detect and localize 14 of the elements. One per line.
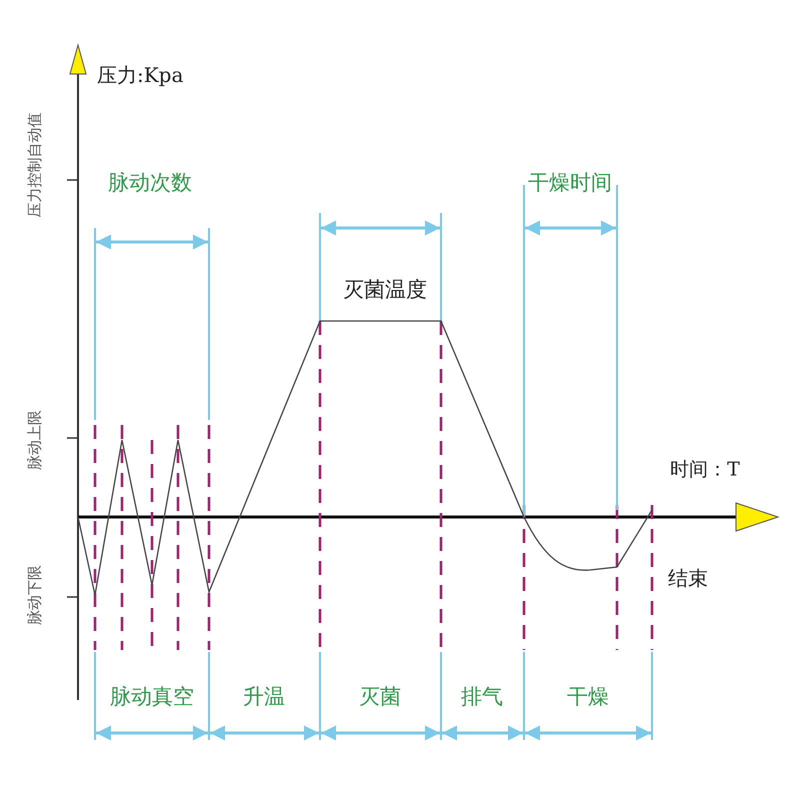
phase-label: 灭菌 <box>359 686 401 708</box>
phase-label: 干燥 <box>567 686 609 708</box>
duration-label: 脉动次数 <box>108 172 192 194</box>
duration-label: 干燥时间 <box>528 172 612 194</box>
phase-label: 升温 <box>243 686 285 708</box>
axis-note: 压力控制自动值 <box>28 112 42 218</box>
end-label: 结束 <box>668 568 708 588</box>
axis-note: 脉动上限 <box>28 410 42 470</box>
axis-title: 压力:Kpa <box>97 65 184 85</box>
axis-note: 脉动下限 <box>28 565 42 625</box>
phase-label: 脉动真空 <box>110 686 194 708</box>
phase-label: 排气 <box>461 686 503 708</box>
curve-label: 灭菌温度 <box>343 280 427 300</box>
axis-title: 时间：T <box>670 460 740 480</box>
